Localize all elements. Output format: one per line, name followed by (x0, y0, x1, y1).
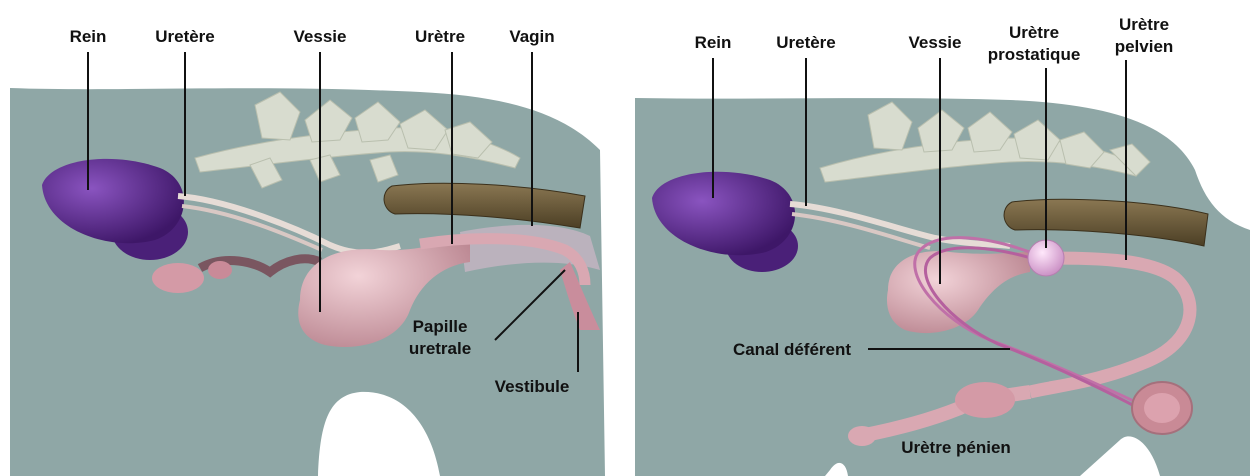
label-uretre-pelvien-line1: Urètre (1119, 15, 1169, 34)
label-vagin: Vagin (509, 27, 554, 46)
bulb (955, 382, 1015, 418)
label-uretre-prostatique-line2: prostatique (988, 45, 1081, 64)
label-vestibule: Vestibule (495, 377, 570, 396)
male-panel: Rein Uretère Vessie Urètre prostatique U… (635, 15, 1250, 476)
label-vessie: Vessie (294, 27, 347, 46)
label-uretre-prostatique-line1: Urètre (1009, 23, 1059, 42)
ovary-small (208, 261, 232, 279)
label-uretre: Urètre (415, 27, 465, 46)
label-rein-male: Rein (695, 33, 732, 52)
testis-inner (1144, 393, 1180, 423)
label-uretre-penien: Urètre pénien (901, 438, 1011, 457)
label-uretere-male: Uretère (776, 33, 836, 52)
glans (848, 426, 876, 446)
ovary (152, 263, 204, 293)
female-panel: Rein Uretère Vessie Urètre Vagin Papille… (10, 27, 605, 476)
label-uretre-pelvien-line2: pelvien (1115, 37, 1174, 56)
label-uretere: Uretère (155, 27, 215, 46)
label-rein: Rein (70, 27, 107, 46)
label-papille-line1: Papille (413, 317, 468, 336)
label-vessie-male: Vessie (909, 33, 962, 52)
label-papille-line2: uretrale (409, 339, 471, 358)
label-canal-deferent: Canal déférent (733, 340, 851, 359)
